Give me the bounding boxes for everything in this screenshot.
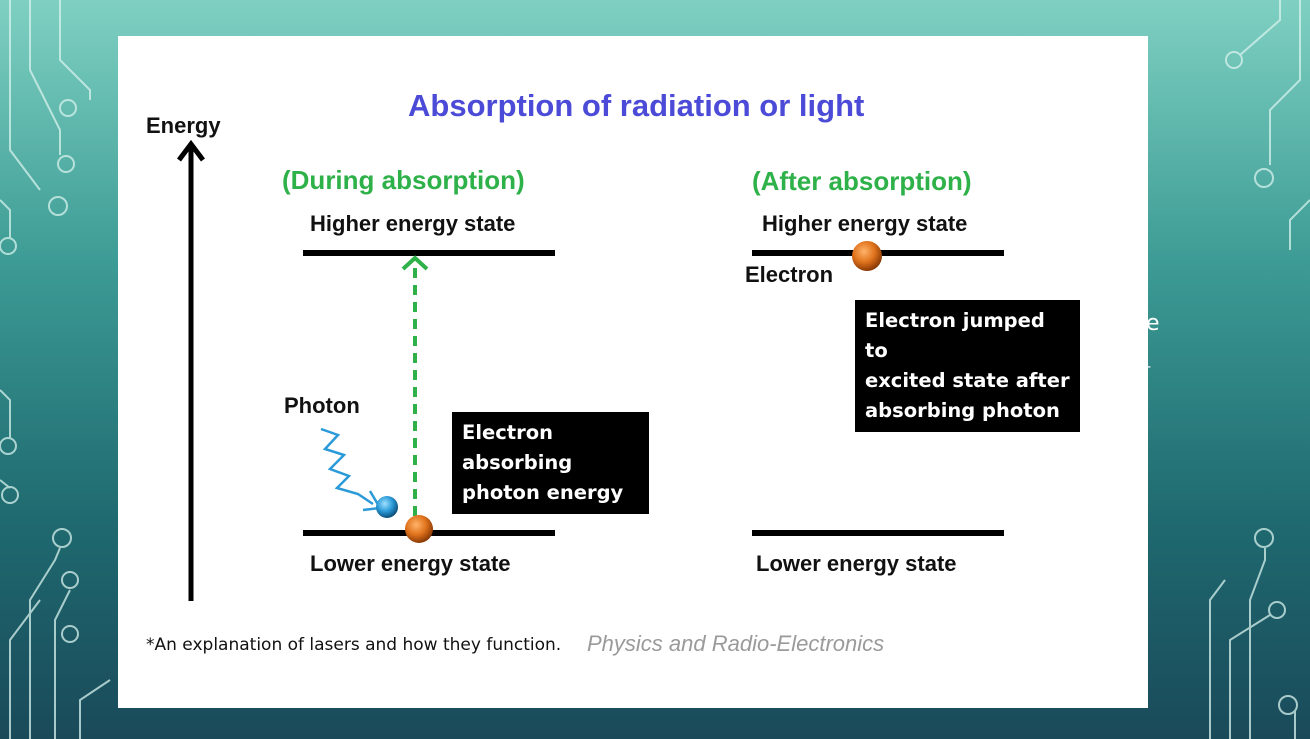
after-absorption-heading: (After absorption) <box>752 166 972 196</box>
note-line: absorbing <box>462 451 573 474</box>
after-higher-state-label: Higher energy state <box>762 211 968 236</box>
electron-excited-state <box>852 241 882 271</box>
photon-label: Photon <box>284 393 360 418</box>
energy-axis-arrow <box>177 139 205 601</box>
electron-lower-state <box>405 515 433 543</box>
slide-text-fragment: e <box>1146 311 1160 336</box>
electron-label: Electron <box>745 262 834 287</box>
photon-particle <box>376 496 398 518</box>
energy-axis-label: Energy <box>146 113 221 138</box>
during-higher-state-label: Higher energy state <box>310 211 516 236</box>
during-absorption-heading: (During absorption) <box>282 165 525 195</box>
electron-transition-arrow <box>401 255 429 516</box>
during-absorption-note: Electron absorbing photon energy <box>452 412 649 514</box>
diagram-graphics <box>177 139 1004 601</box>
after-absorption-note: Electron jumped to excited state after a… <box>855 300 1080 452</box>
absorption-diagram: Absorption of radiation or light Energy … <box>118 36 1148 708</box>
note-line: excited state after <box>865 369 1070 392</box>
after-lower-state-label: Lower energy state <box>756 551 957 576</box>
note-line: absorbing photon <box>865 399 1060 422</box>
diagram-title: Absorption of radiation or light <box>408 88 865 123</box>
note-line: photon energy <box>462 481 624 504</box>
note-line: Electron jumped to <box>865 309 1045 362</box>
note-line: Electron <box>462 421 554 444</box>
note-line: energy <box>865 429 942 452</box>
slide-text-fragment: - <box>1146 359 1152 375</box>
photon-wave-arrow <box>320 427 383 512</box>
during-lower-state-label: Lower energy state <box>310 551 511 576</box>
figure-caption: *An explanation of lasers and how they f… <box>146 635 562 655</box>
figure-credit: Physics and Radio-Electronics <box>587 631 885 656</box>
